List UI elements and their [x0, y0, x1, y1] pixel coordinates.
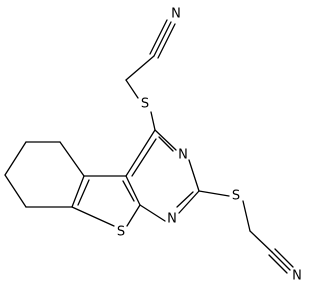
bond-nitrile-bottom-a [271, 251, 291, 271]
bond-c7a-c4a-inner [122, 180, 135, 202]
bond-n1-c7a [139, 204, 166, 222]
bond-c4-n3 [154, 129, 177, 151]
bond-s-lower-ch2 [242, 200, 251, 232]
bond-c4a-c4-inner [131, 138, 157, 177]
bond-c4-n3-inner [158, 136, 174, 152]
atom-s-lower: S [232, 189, 240, 204]
bond-nitrile-top-b [157, 23, 176, 59]
bond-c7b-c3a [71, 175, 85, 208]
bond-c3a-ch2-a [59, 141, 85, 177]
atom-n-nitrile-bottom: N [292, 269, 302, 284]
bond-s-upper-ch2 [125, 79, 139, 99]
bond-nitrile-top-c [149, 19, 168, 55]
atom-s-upper: S [141, 97, 149, 112]
atom-n-upper: N [178, 148, 188, 163]
bond-ch2-upper-c [125, 55, 155, 81]
bond-layer [4, 19, 294, 274]
bond-ch2-b-ch2-c [4, 141, 27, 176]
bond-c4a-c4 [125, 129, 156, 177]
bond-n3-c2 [188, 159, 200, 192]
bond-nitrile-top-a [153, 21, 172, 57]
atom-n-nitrile-top: N [171, 7, 181, 22]
bond-ch2-lower-c [249, 230, 273, 253]
bond-c7a-s-ring [126, 204, 141, 227]
bond-c2-n1-inner [176, 191, 194, 208]
bond-c2-n1 [178, 190, 200, 214]
bond-s-ring-c7b [71, 206, 115, 227]
bond-s-upper-c4 [150, 111, 156, 131]
atom-n-lower: N [167, 212, 177, 227]
atom-s-ring: S [117, 225, 125, 240]
atom-label-layer: N S N S N S N [117, 7, 302, 284]
bond-nitrile-bottom-b [274, 248, 294, 268]
bond-ch2-c-ch2-d [4, 174, 27, 208]
bond-c2-s-lower [198, 190, 230, 197]
bond-c7a-c4a [125, 175, 141, 206]
bond-c7b-c3a-inner [77, 179, 90, 206]
structure-canvas: N S N S N S N [4, 7, 302, 284]
bond-nitrile-bottom-c [268, 254, 288, 274]
molecule-structure: N S N S N S N [4, 7, 302, 284]
